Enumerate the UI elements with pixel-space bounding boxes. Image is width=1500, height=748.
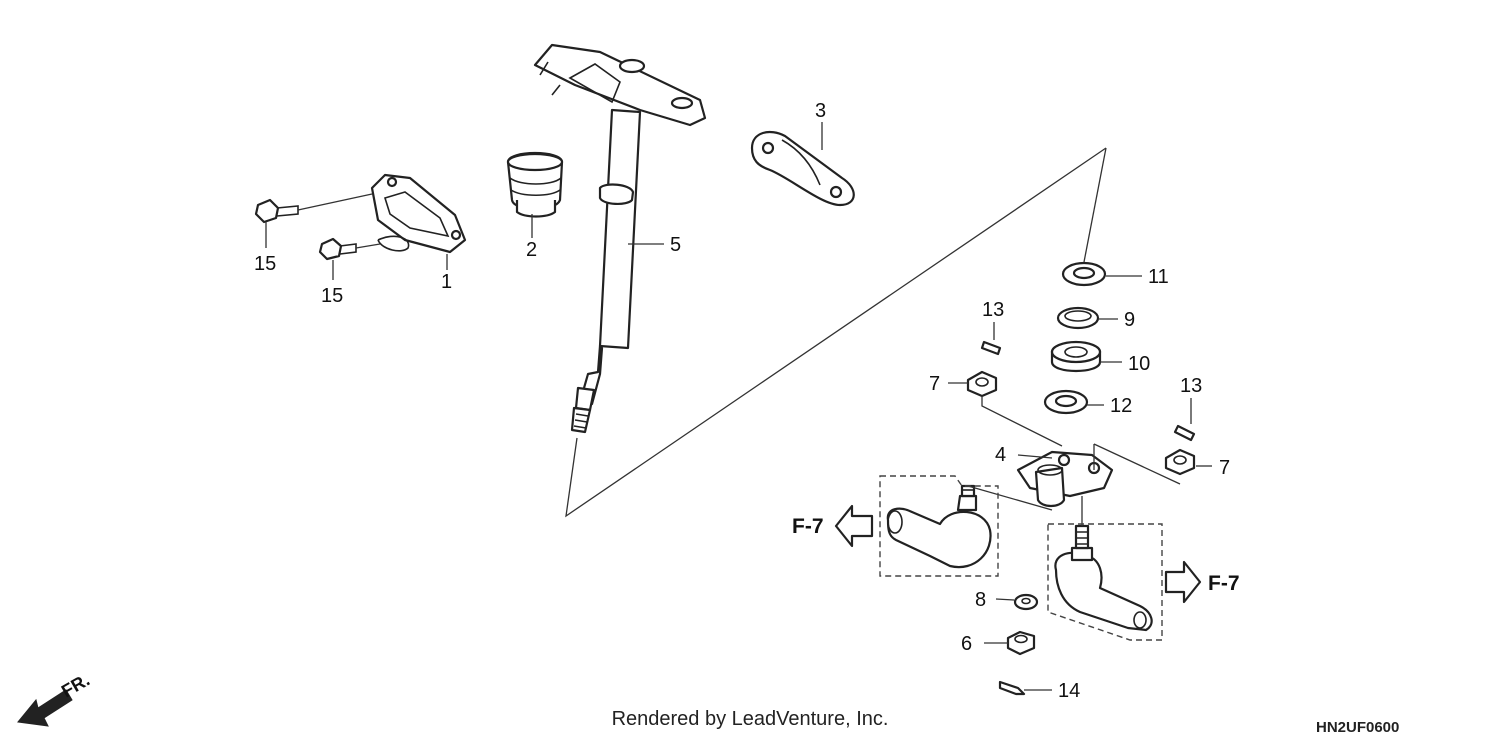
callout-10: 10 — [1128, 353, 1150, 375]
part-11-seal[interactable] — [1061, 261, 1107, 287]
callout-14: 14 — [1058, 680, 1080, 702]
part-10-bearing[interactable] — [1050, 340, 1102, 372]
tie-rod-end-left[interactable] — [886, 484, 992, 569]
part-12-seal[interactable] — [1043, 389, 1089, 415]
part-7-nut-left[interactable] — [966, 370, 998, 398]
front-arrow-icon — [17, 689, 73, 727]
part-14-cotter-pin[interactable] — [998, 680, 1026, 696]
hollow-arrow-right-icon — [1164, 560, 1202, 604]
part-7-nut-right[interactable] — [1164, 448, 1196, 476]
part-13-cotter-pin-left[interactable] — [980, 340, 1002, 356]
dashed-box-right — [1047, 523, 1163, 641]
callout-3: 3 — [815, 100, 826, 122]
callout-12: 12 — [1110, 395, 1132, 417]
callout-5: 5 — [670, 234, 681, 256]
part-13-cotter-pin-right[interactable] — [1173, 424, 1196, 442]
part-9-ring[interactable] — [1056, 306, 1100, 330]
diagram-code: HN2UF0600 — [1316, 719, 1400, 736]
callout-15-lower: 15 — [321, 285, 343, 307]
callout-9: 9 — [1124, 309, 1135, 331]
part-4-arm[interactable] — [1016, 450, 1114, 508]
part-8-washer[interactable] — [1013, 593, 1039, 611]
hollow-arrow-left-icon — [834, 504, 874, 548]
dashed-box-left — [879, 475, 999, 577]
part-5-steering-shaft[interactable] — [533, 43, 707, 434]
callout-8: 8 — [975, 589, 986, 611]
part-2-bushing[interactable] — [506, 152, 564, 218]
tie-rod-end-right[interactable] — [1054, 524, 1153, 632]
part-1-bracket[interactable] — [370, 173, 467, 254]
callout-2: 2 — [526, 239, 537, 261]
callout-15-upper: 15 — [254, 253, 276, 275]
callout-6: 6 — [961, 633, 972, 655]
callout-7-right: 7 — [1219, 457, 1230, 479]
part-15-bolt-lower[interactable] — [318, 237, 381, 261]
part-3-holder[interactable] — [750, 130, 855, 207]
callout-13-left: 13 — [982, 299, 1004, 321]
reference-left[interactable]: F-7 — [792, 504, 874, 548]
part-6-nut[interactable] — [1006, 630, 1036, 656]
callout-7-left: 7 — [929, 373, 940, 395]
reference-right[interactable]: F-7 — [1164, 560, 1240, 604]
reference-right-label: F-7 — [1208, 572, 1240, 595]
callout-4: 4 — [995, 444, 1006, 466]
callout-13-right: 13 — [1180, 375, 1202, 397]
callout-1: 1 — [441, 271, 452, 293]
rendered-by-credit: Rendered by LeadVenture, Inc. — [611, 708, 889, 730]
reference-left-label: F-7 — [792, 515, 824, 538]
part-15-bolt-upper[interactable] — [254, 193, 373, 224]
callout-11: 11 — [1148, 266, 1169, 288]
assembly-lines — [565, 147, 1181, 526]
leader-lines — [265, 122, 1212, 691]
